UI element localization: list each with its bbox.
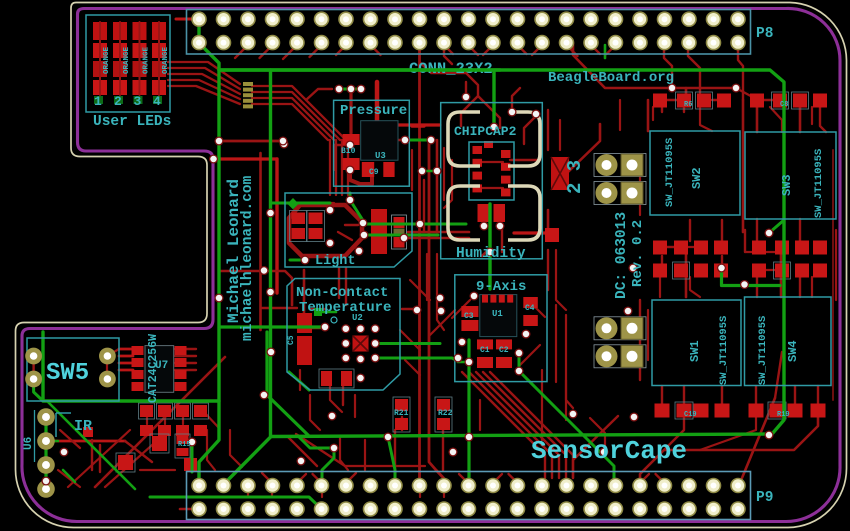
svg-text:B10: B10 <box>341 147 356 156</box>
svg-text:9-Axis: 9-Axis <box>476 279 526 295</box>
svg-text:U6: U6 <box>23 437 35 450</box>
svg-text:U1: U1 <box>492 309 503 319</box>
svg-text:C1: C1 <box>480 346 490 355</box>
svg-text:2: 2 <box>114 94 122 109</box>
svg-text:CHIPCAP2: CHIPCAP2 <box>454 124 517 139</box>
svg-text:SW_JT11095S: SW_JT11095S <box>718 316 730 385</box>
svg-text:SW1: SW1 <box>688 340 702 362</box>
svg-text:R22: R22 <box>438 409 453 418</box>
svg-text:P8: P8 <box>756 26 773 42</box>
svg-text:3: 3 <box>134 94 142 109</box>
svg-text:SensorCape: SensorCape <box>531 436 687 466</box>
svg-text:Pressure: Pressure <box>340 103 407 119</box>
svg-text:4: 4 <box>153 94 161 109</box>
svg-text:C2: C2 <box>499 346 509 355</box>
svg-text:C9: C9 <box>369 168 379 177</box>
svg-text:SW4: SW4 <box>786 340 800 362</box>
svg-text:DC: 063013: DC: 063013 <box>614 212 630 299</box>
svg-text:U3: U3 <box>375 151 386 161</box>
svg-text:BeagleBoard.org: BeagleBoard.org <box>548 70 674 86</box>
svg-text:SW2: SW2 <box>690 167 704 189</box>
svg-text:2 3: 2 3 <box>564 160 586 194</box>
svg-text:SW_JT11095S: SW_JT11095S <box>757 316 769 385</box>
svg-text:ORANGE: ORANGE <box>143 46 151 74</box>
svg-text:C5: C5 <box>287 335 296 345</box>
svg-text:U7: U7 <box>155 360 168 372</box>
svg-text:C8: C8 <box>780 101 788 109</box>
svg-text:User LEDs: User LEDs <box>93 114 171 130</box>
svg-text:P9: P9 <box>756 490 773 506</box>
svg-text:IR: IR <box>74 418 92 435</box>
svg-text:SW_JT11095S: SW_JT11095S <box>664 138 676 207</box>
svg-text:SW5: SW5 <box>46 360 89 387</box>
svg-text:Temperature: Temperature <box>299 300 391 316</box>
svg-text:CAT24C256W: CAT24C256W <box>147 334 160 403</box>
svg-text:Non-Contact: Non-Contact <box>296 285 388 301</box>
svg-text:C4: C4 <box>525 304 535 313</box>
svg-text:ORANGE: ORANGE <box>103 46 111 74</box>
svg-text:R15: R15 <box>178 441 191 449</box>
svg-text:SW_JT11095S: SW_JT11095S <box>813 149 825 218</box>
svg-text:1: 1 <box>94 94 102 109</box>
svg-text:ORANGE: ORANGE <box>162 46 170 74</box>
svg-text:R6: R6 <box>684 101 692 109</box>
svg-text:C3: C3 <box>464 312 474 321</box>
svg-text:ORANGE: ORANGE <box>123 46 131 74</box>
svg-text:R19: R19 <box>777 411 790 419</box>
svg-text:Humidity: Humidity <box>456 246 526 262</box>
svg-text:Light: Light <box>315 254 356 269</box>
svg-text:Rev. 0.2: Rev. 0.2 <box>630 220 646 287</box>
svg-text:Michael Leonard: Michael Leonard <box>225 179 243 323</box>
svg-text:U2: U2 <box>352 313 363 323</box>
svg-text:C19: C19 <box>684 411 697 419</box>
svg-text:SW3: SW3 <box>780 174 794 196</box>
svg-text:R21: R21 <box>394 409 409 418</box>
svg-text:michaelhleonard.com: michaelhleonard.com <box>240 175 256 341</box>
